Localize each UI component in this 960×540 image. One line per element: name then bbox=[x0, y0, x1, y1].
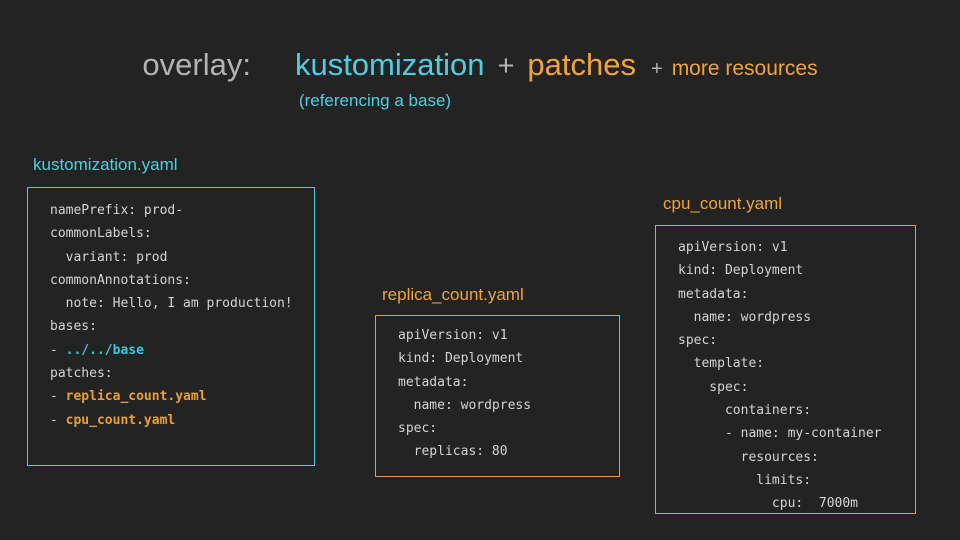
title-kustomization: kustomization bbox=[294, 47, 485, 82]
code-line: - cpu_count.yaml bbox=[50, 412, 176, 428]
code-line: replicas: 80 bbox=[398, 444, 508, 460]
title-subtitle: (referencing a base) bbox=[298, 91, 452, 110]
code-line: - replica_count.yaml bbox=[50, 389, 207, 405]
box-label-cpu-count-yaml: cpu_count.yaml bbox=[663, 194, 783, 213]
code-line: resources: bbox=[678, 449, 819, 465]
code-line: spec: bbox=[678, 379, 749, 395]
code-line: apiVersion: v1 bbox=[398, 328, 508, 343]
code-line: template: bbox=[678, 356, 765, 372]
box-label-replica-count-yaml: replica_count.yaml bbox=[382, 285, 524, 304]
code-line: metadata: bbox=[678, 286, 749, 302]
slide-title: overlay: kustomization + patches + more … bbox=[0, 47, 960, 83]
code-line: name: wordpress bbox=[678, 309, 812, 325]
code-line: cpu: 7000m bbox=[678, 496, 859, 512]
code-line: apiVersion: v1 bbox=[678, 240, 788, 255]
code-line: kind: Deployment bbox=[678, 263, 804, 279]
title-more-resources: more resources bbox=[671, 57, 818, 80]
code-line: name: wordpress bbox=[398, 397, 532, 413]
box-label-kustomization-yaml: kustomization.yaml bbox=[33, 155, 178, 174]
code-line: containers: bbox=[678, 403, 812, 419]
code-line: note: Hello, I am production! bbox=[50, 296, 293, 312]
code-line: kind: Deployment bbox=[398, 351, 524, 367]
title-overlay: overlay: bbox=[142, 47, 251, 82]
code-line: spec: bbox=[678, 333, 718, 349]
code-line: metadata: bbox=[398, 374, 469, 390]
code-line: namePrefix: prod- bbox=[50, 203, 184, 218]
title-plus-1: + bbox=[497, 50, 515, 82]
code-line: limits: bbox=[678, 472, 812, 488]
code-box-kustomization-yaml: namePrefix: prod-commonLabels: variant: … bbox=[27, 187, 315, 466]
code-line: spec: bbox=[398, 421, 438, 437]
code-line: - name: my-container bbox=[678, 426, 882, 442]
code-line: - ../../base bbox=[50, 342, 144, 358]
title-patches: patches bbox=[527, 47, 636, 82]
title-plus-2: + bbox=[651, 58, 663, 80]
code-line: commonLabels: bbox=[50, 226, 152, 242]
code-line: commonAnnotations: bbox=[50, 272, 191, 288]
code-line: bases: bbox=[50, 319, 97, 335]
code-line: patches: bbox=[50, 366, 113, 382]
code-line: variant: prod bbox=[50, 249, 168, 265]
